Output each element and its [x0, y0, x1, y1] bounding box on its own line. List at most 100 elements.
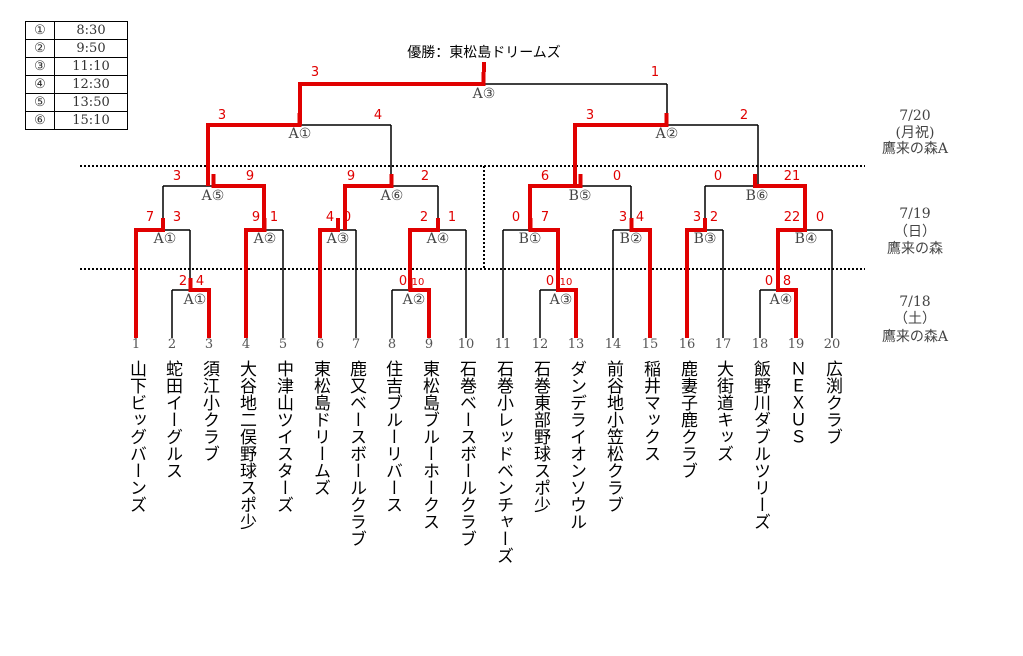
score-right: 2 [740, 108, 748, 123]
winner-line [753, 174, 807, 230]
team-number: 4 [242, 337, 250, 352]
score-right: 4 [636, 210, 644, 225]
score-left: 4 [326, 210, 334, 225]
score-left: 0 [399, 274, 407, 289]
date-label-line: 7/20 [899, 108, 930, 124]
score-right: 2 [710, 210, 718, 225]
team-name: 大街道キッズ [713, 360, 734, 462]
winner-line [298, 72, 486, 125]
match-label: A④ [426, 231, 450, 247]
match-label: A⑥ [380, 188, 404, 204]
date-label-line: (月祝) [896, 125, 935, 141]
match-label: A⑤ [201, 188, 225, 204]
score-left: 0 [765, 274, 773, 289]
date-label-line: 鷹来の森 [887, 241, 943, 257]
winner-line [211, 174, 266, 230]
team-number: 9 [425, 337, 433, 352]
score-left: 3 [619, 210, 627, 225]
team-name: 東松島ブルーホークス [419, 360, 440, 530]
winner-line [343, 174, 394, 230]
team-number: 10 [458, 337, 475, 352]
score-right: 3 [173, 210, 181, 225]
score-right: 0 [343, 210, 351, 225]
score-right: 1 [270, 210, 278, 225]
match-label: A① [183, 292, 207, 308]
winner-line [318, 218, 340, 338]
team-number: 11 [495, 337, 512, 352]
team-number: 12 [532, 337, 549, 352]
score-right: 0 [816, 210, 824, 225]
day-dividers [80, 165, 865, 270]
score-left: 7 [146, 210, 154, 225]
team-number: 5 [279, 337, 287, 352]
team-number: 3 [205, 337, 213, 352]
team-name: 中津山ツイスターズ [273, 360, 294, 513]
score-left: 2 [420, 210, 428, 225]
match-label: B① [519, 231, 542, 247]
team-name: 住吉ブルーリバース [382, 360, 403, 513]
score-right: 10 [560, 277, 573, 288]
winner-line [528, 174, 583, 230]
team-name: 鹿又ベースボールクラブ [346, 360, 367, 547]
team-name: 山下ビッグバーンズ [126, 360, 147, 513]
team-name: 石巻ベースボールクラブ [456, 360, 477, 547]
score-left: 3 [218, 108, 226, 123]
match-label: A③ [549, 292, 573, 308]
team-number: 8 [388, 337, 396, 352]
team-name: 須江小クラブ [199, 360, 220, 462]
date-label-line: 7/19 [899, 206, 930, 222]
score-left: 2 [179, 274, 187, 289]
winner-line [685, 218, 707, 338]
match-label: B⑤ [569, 188, 592, 204]
schedule-time: 13:50 [54, 93, 128, 112]
score-left: 22 [784, 210, 801, 225]
team-name: 鹿妻子鹿クラブ [677, 360, 698, 479]
score-left: 0 [546, 274, 554, 289]
winner-line [629, 218, 652, 338]
match-label: A② [402, 292, 426, 308]
team-number: 20 [824, 337, 841, 352]
winner-line [573, 113, 669, 186]
date-label-line: 7/18 [899, 294, 930, 310]
team-number: 2 [168, 337, 176, 352]
team-name: 蛇田イーグルス [162, 360, 183, 479]
team-number: 1 [132, 337, 140, 352]
team-name: 石巻東部野球スポ少 [530, 360, 551, 513]
team-number: 14 [605, 337, 622, 352]
score-left: 6 [541, 169, 549, 184]
champion-label: 優勝：東松島ドリームズ [407, 45, 561, 61]
match-label: A① [288, 126, 312, 142]
match-label: A③ [326, 231, 350, 247]
score-left: 3 [693, 210, 701, 225]
team-number: 7 [352, 337, 360, 352]
schedule-mark: ⑥ [25, 111, 55, 130]
team-name: 大谷地二俣野球スポ少 [236, 360, 257, 530]
match-label: B③ [694, 231, 717, 247]
score-left: 0 [714, 169, 722, 184]
score-right: 1 [651, 65, 659, 80]
match-label: B④ [795, 231, 818, 247]
date-label-line: 鷹来の森A [882, 329, 949, 345]
score-right: 4 [374, 108, 382, 123]
team-number: 13 [568, 337, 585, 352]
match-label: B⑥ [746, 188, 769, 204]
score-right: 8 [783, 274, 791, 289]
score-right: 10 [412, 277, 425, 288]
winner-path [134, 62, 807, 338]
score-right: 9 [246, 169, 254, 184]
score-right: 1 [448, 210, 456, 225]
team-name: 前谷地小笠松クラブ [603, 360, 624, 513]
score-left: 9 [347, 169, 355, 184]
score-right: 21 [784, 169, 801, 184]
winner-line [408, 218, 440, 290]
team-number: 17 [715, 337, 732, 352]
match-label: A② [253, 231, 277, 247]
match-label: A② [655, 126, 679, 142]
